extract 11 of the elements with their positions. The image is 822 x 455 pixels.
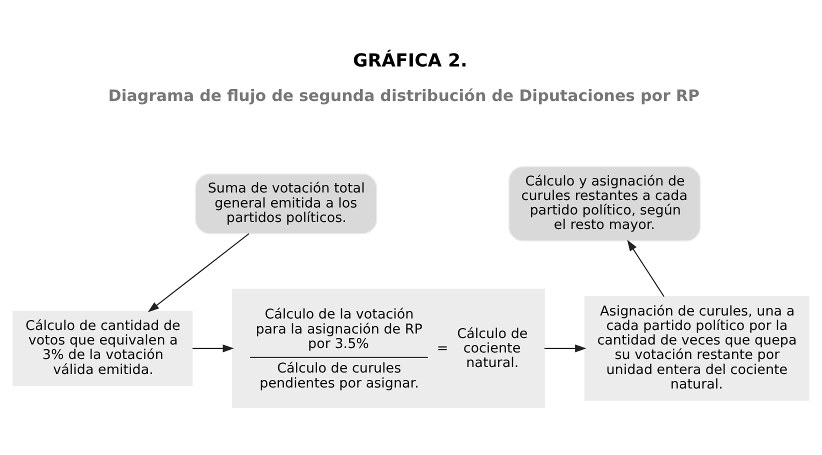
arrow <box>544 344 586 352</box>
node-box: Cálculo de la votación para la asignación de RP por 3.5% Cálculo de curules pendientes por asignar. = Cálculo de cociente natural. <box>232 288 545 408</box>
label: Diagrama de flujo de segunda distribución de Diputaciones por RP <box>108 86 700 105</box>
diagram-title: GRÁFICA 2. <box>353 50 468 71</box>
node-box: Cálculo de cantidad de votos que equivalen a 3% de la votación válida emitida. <box>12 310 193 386</box>
node-box: Suma de votación total general emitida a los partidos políticos. <box>194 172 378 234</box>
node-box: Cálculo y asignación de curules restantes a cada partido político, según el resto mayor. <box>508 166 701 241</box>
arrow <box>148 232 250 312</box>
node-box: Asignación de curules, una a cada partido político por la cantidad de veces que quepa su votación restante por unidad entera del cociente natural. <box>584 296 810 400</box>
arrow <box>627 239 664 296</box>
arrow <box>192 344 234 352</box>
